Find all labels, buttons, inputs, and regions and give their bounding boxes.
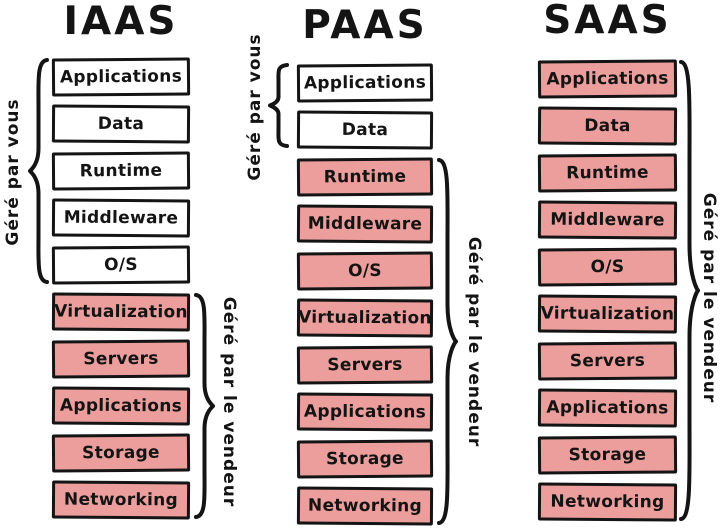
layer-box-iaas-applications-bottom: Applications xyxy=(51,386,191,426)
layer-label: Virtualization xyxy=(298,307,432,329)
layer-box-saas-os: O/S xyxy=(537,247,678,287)
layer-box-paas-virtualization: Virtualization xyxy=(296,298,434,338)
layer-box-paas-os: O/S xyxy=(296,251,434,291)
layer-label: Servers xyxy=(569,350,646,372)
layer-box-iaas-virtualization: Virtualization xyxy=(51,292,191,332)
layer-label: O/S xyxy=(348,260,382,282)
managed-by-vendor-brace-iaas xyxy=(194,293,215,519)
layer-box-iaas-networking: Networking xyxy=(51,480,191,520)
layer-box-saas-storage: Storage xyxy=(537,435,678,475)
layer-box-paas-data: Data xyxy=(296,110,434,150)
managed-by-you-brace-paas xyxy=(268,63,289,148)
layer-label: Applications xyxy=(59,395,183,417)
layer-label: Runtime xyxy=(323,166,407,188)
managed-by-vendor-brace-paas xyxy=(437,158,458,525)
managed-by-you-label-paas: Géré par vous xyxy=(245,33,265,181)
layer-box-paas-networking: Networking xyxy=(296,486,434,526)
layer-box-iaas-storage: Storage xyxy=(51,433,191,473)
layer-box-iaas-applications-top: Applications xyxy=(51,57,191,97)
layer-box-paas-runtime: Runtime xyxy=(296,157,434,197)
layer-box-paas-middleware: Middleware xyxy=(296,204,434,244)
layer-box-saas-runtime: Runtime xyxy=(537,153,678,193)
layer-label: Servers xyxy=(83,348,159,370)
layer-label: Applications xyxy=(546,68,669,90)
layer-label: Networking xyxy=(307,495,423,517)
layer-box-paas-applications-top: Applications xyxy=(296,63,434,103)
layer-box-saas-data: Data xyxy=(537,106,678,146)
column-saas: Applications Data Runtime Middleware O/S… xyxy=(537,59,678,522)
layer-box-saas-servers: Servers xyxy=(537,341,678,381)
layer-box-saas-middleware: Middleware xyxy=(537,200,678,240)
layer-label: Applications xyxy=(546,397,669,419)
layer-box-saas-virtualization: Virtualization xyxy=(537,294,678,334)
column-paas: Applications Data Runtime Middleware O/S… xyxy=(296,63,434,526)
column-title-paas: PAAS xyxy=(302,3,428,48)
layer-box-iaas-middleware: Middleware xyxy=(51,198,191,238)
column-iaas: Applications Data Runtime Middleware O/S… xyxy=(51,57,191,520)
layer-label: Runtime xyxy=(566,162,649,184)
layer-label: Storage xyxy=(82,442,160,464)
layer-label: O/S xyxy=(104,254,138,276)
layer-label: Middleware xyxy=(550,209,665,231)
layer-label: Storage xyxy=(568,444,647,466)
managed-by-you-label-iaas: Géré par vous xyxy=(3,98,23,246)
layer-label: Applications xyxy=(59,66,183,88)
layer-box-saas-networking: Networking xyxy=(537,482,678,522)
layer-label: Networking xyxy=(63,489,179,511)
layer-label: Applications xyxy=(303,401,427,423)
layer-box-paas-storage: Storage xyxy=(296,439,434,479)
layer-box-iaas-os: O/S xyxy=(51,245,191,285)
managed-by-vendor-brace-saas xyxy=(679,60,700,521)
layer-box-iaas-servers: Servers xyxy=(51,339,191,379)
managed-by-vendor-label-saas: Géré par le vendeur xyxy=(699,192,719,404)
layer-label: Middleware xyxy=(63,207,179,229)
layer-box-iaas-runtime: Runtime xyxy=(51,151,191,191)
layer-label: Middleware xyxy=(307,213,423,235)
layer-box-saas-applications-bottom: Applications xyxy=(537,388,678,428)
layer-label: Applications xyxy=(303,72,427,94)
layer-box-paas-applications-bottom: Applications xyxy=(296,392,434,432)
layer-label: Virtualization xyxy=(540,303,675,325)
layer-label: Storage xyxy=(326,448,404,470)
managed-by-vendor-label-iaas: Géré par le vendeur xyxy=(219,296,239,508)
layer-box-paas-servers: Servers xyxy=(296,345,434,385)
layer-label: Networking xyxy=(550,491,665,513)
column-title-saas: SAAS xyxy=(543,0,672,43)
layer-label: Data xyxy=(97,113,145,135)
layer-label: O/S xyxy=(590,256,625,278)
column-title-iaas: IAAS xyxy=(63,0,179,44)
layer-label: Servers xyxy=(327,354,403,376)
layer-label: Virtualization xyxy=(54,301,188,323)
layer-box-iaas-data: Data xyxy=(51,104,191,144)
layer-label: Data xyxy=(341,119,389,141)
layer-label: Runtime xyxy=(79,160,163,182)
managed-by-you-brace-iaas xyxy=(28,58,49,284)
layer-label: Data xyxy=(584,115,631,137)
layer-box-saas-applications-top: Applications xyxy=(537,59,678,99)
managed-by-vendor-label-paas: Géré par le vendeur xyxy=(464,236,484,448)
